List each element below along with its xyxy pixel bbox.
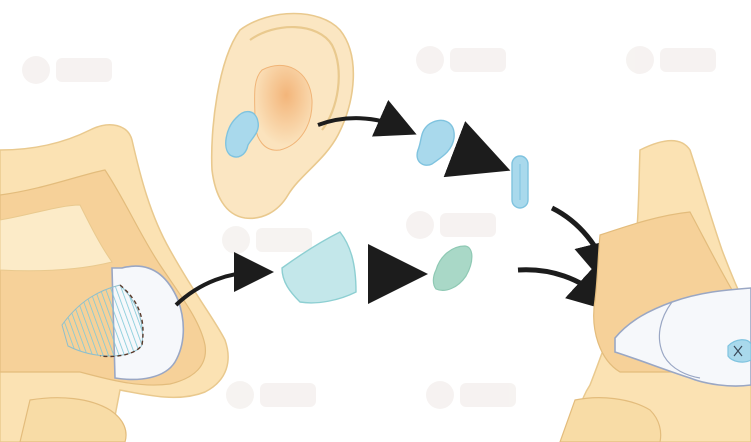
tip-graft [727, 339, 751, 363]
logo-watermark [416, 46, 506, 74]
carved-septum-graft [432, 245, 473, 291]
curved-arrow-icon [317, 99, 417, 137]
septum-harvest-area [61, 284, 144, 357]
logo-watermark [426, 381, 516, 409]
logo-watermark [22, 56, 112, 84]
logo-watermark [406, 211, 496, 239]
nose-after-lower-jaw [559, 397, 662, 442]
logo-watermark [626, 46, 716, 74]
curved-arrow-icon [174, 252, 274, 307]
logo-watermark [226, 381, 316, 409]
nose-before-lower-jaw [19, 397, 127, 442]
curved-arrow-icon [443, 121, 511, 178]
suture-icon [733, 345, 743, 357]
nose-before-bone [0, 204, 113, 272]
logo-watermark [222, 226, 312, 254]
nose-after-illustration [559, 139, 751, 442]
ear-cartilage-site [225, 111, 260, 158]
ear-cartilage-graft [416, 119, 455, 166]
septum-cartilage-graft [281, 231, 357, 304]
nose-before-illustration [0, 124, 229, 442]
nose-after-implant-edge [658, 301, 701, 379]
ear-concha [254, 65, 313, 151]
ear-illustration [210, 12, 355, 220]
curved-arrow-icon [517, 261, 619, 314]
ear-helix-rim [249, 25, 340, 131]
nose-after-implant [614, 287, 751, 387]
